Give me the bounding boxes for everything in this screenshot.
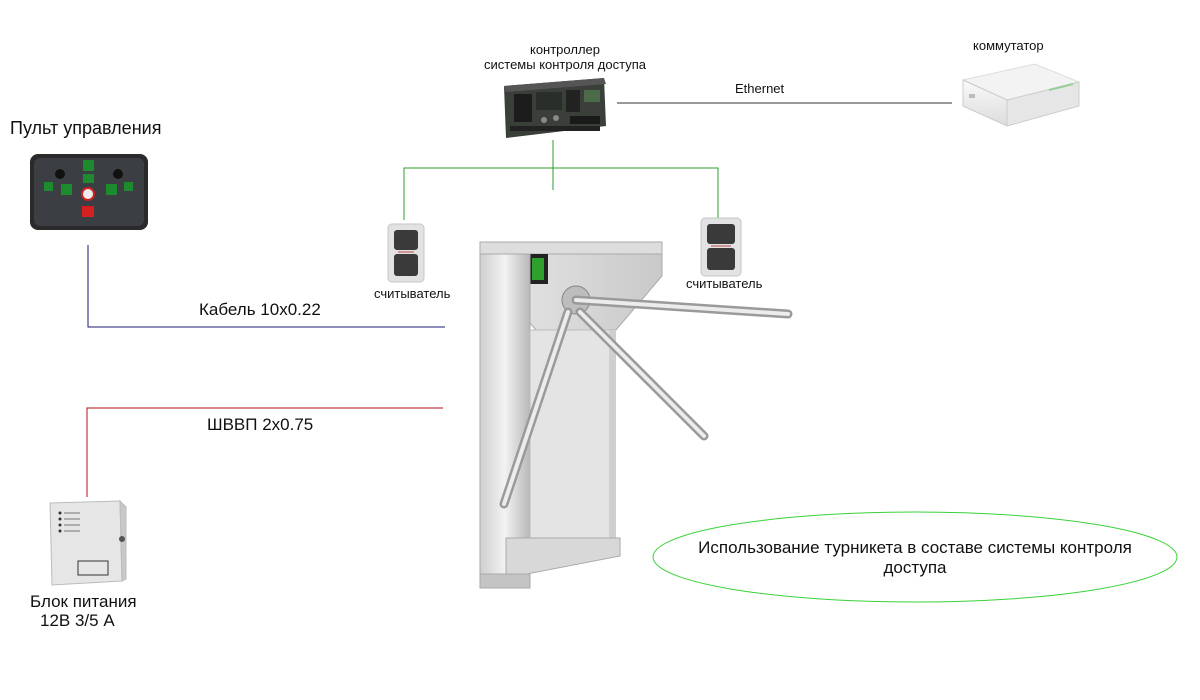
psu-label-line2: 12В 3/5 А [40,611,115,630]
cable-power-label: ШВВП 2x0.75 [207,415,314,434]
turnstile-icon [479,241,793,589]
reader-left-label: считыватель [374,286,451,301]
controller-label-line2: системы контроля доступа [484,57,646,72]
controller-board-icon [504,78,606,138]
ethernet-label: Ethernet [735,81,785,96]
cable-data-label: Кабель 10x0.22 [199,300,321,319]
data-cable-line [87,245,445,328]
power-cable-line [86,407,443,497]
controller-label: контроллер системы контроля доступа [470,42,660,72]
card-reader-icon [387,223,425,283]
remote-label: Пульт управления [10,118,162,138]
card-reader-icon [700,217,742,277]
diagram-caption: Использование турникета в составе систем… [698,538,1132,577]
controller-label-line1: контроллер [529,42,600,57]
power-supply-icon [49,499,127,586]
switch-label: коммутатор [973,38,1044,53]
reader-bus-line [403,167,719,220]
remote-panel-icon [30,154,148,230]
reader-right-label: считыватель [686,276,763,291]
psu-label-line1: Блок питания [30,592,137,611]
network-switch-icon [961,63,1081,127]
caption-ellipse [652,511,1178,603]
